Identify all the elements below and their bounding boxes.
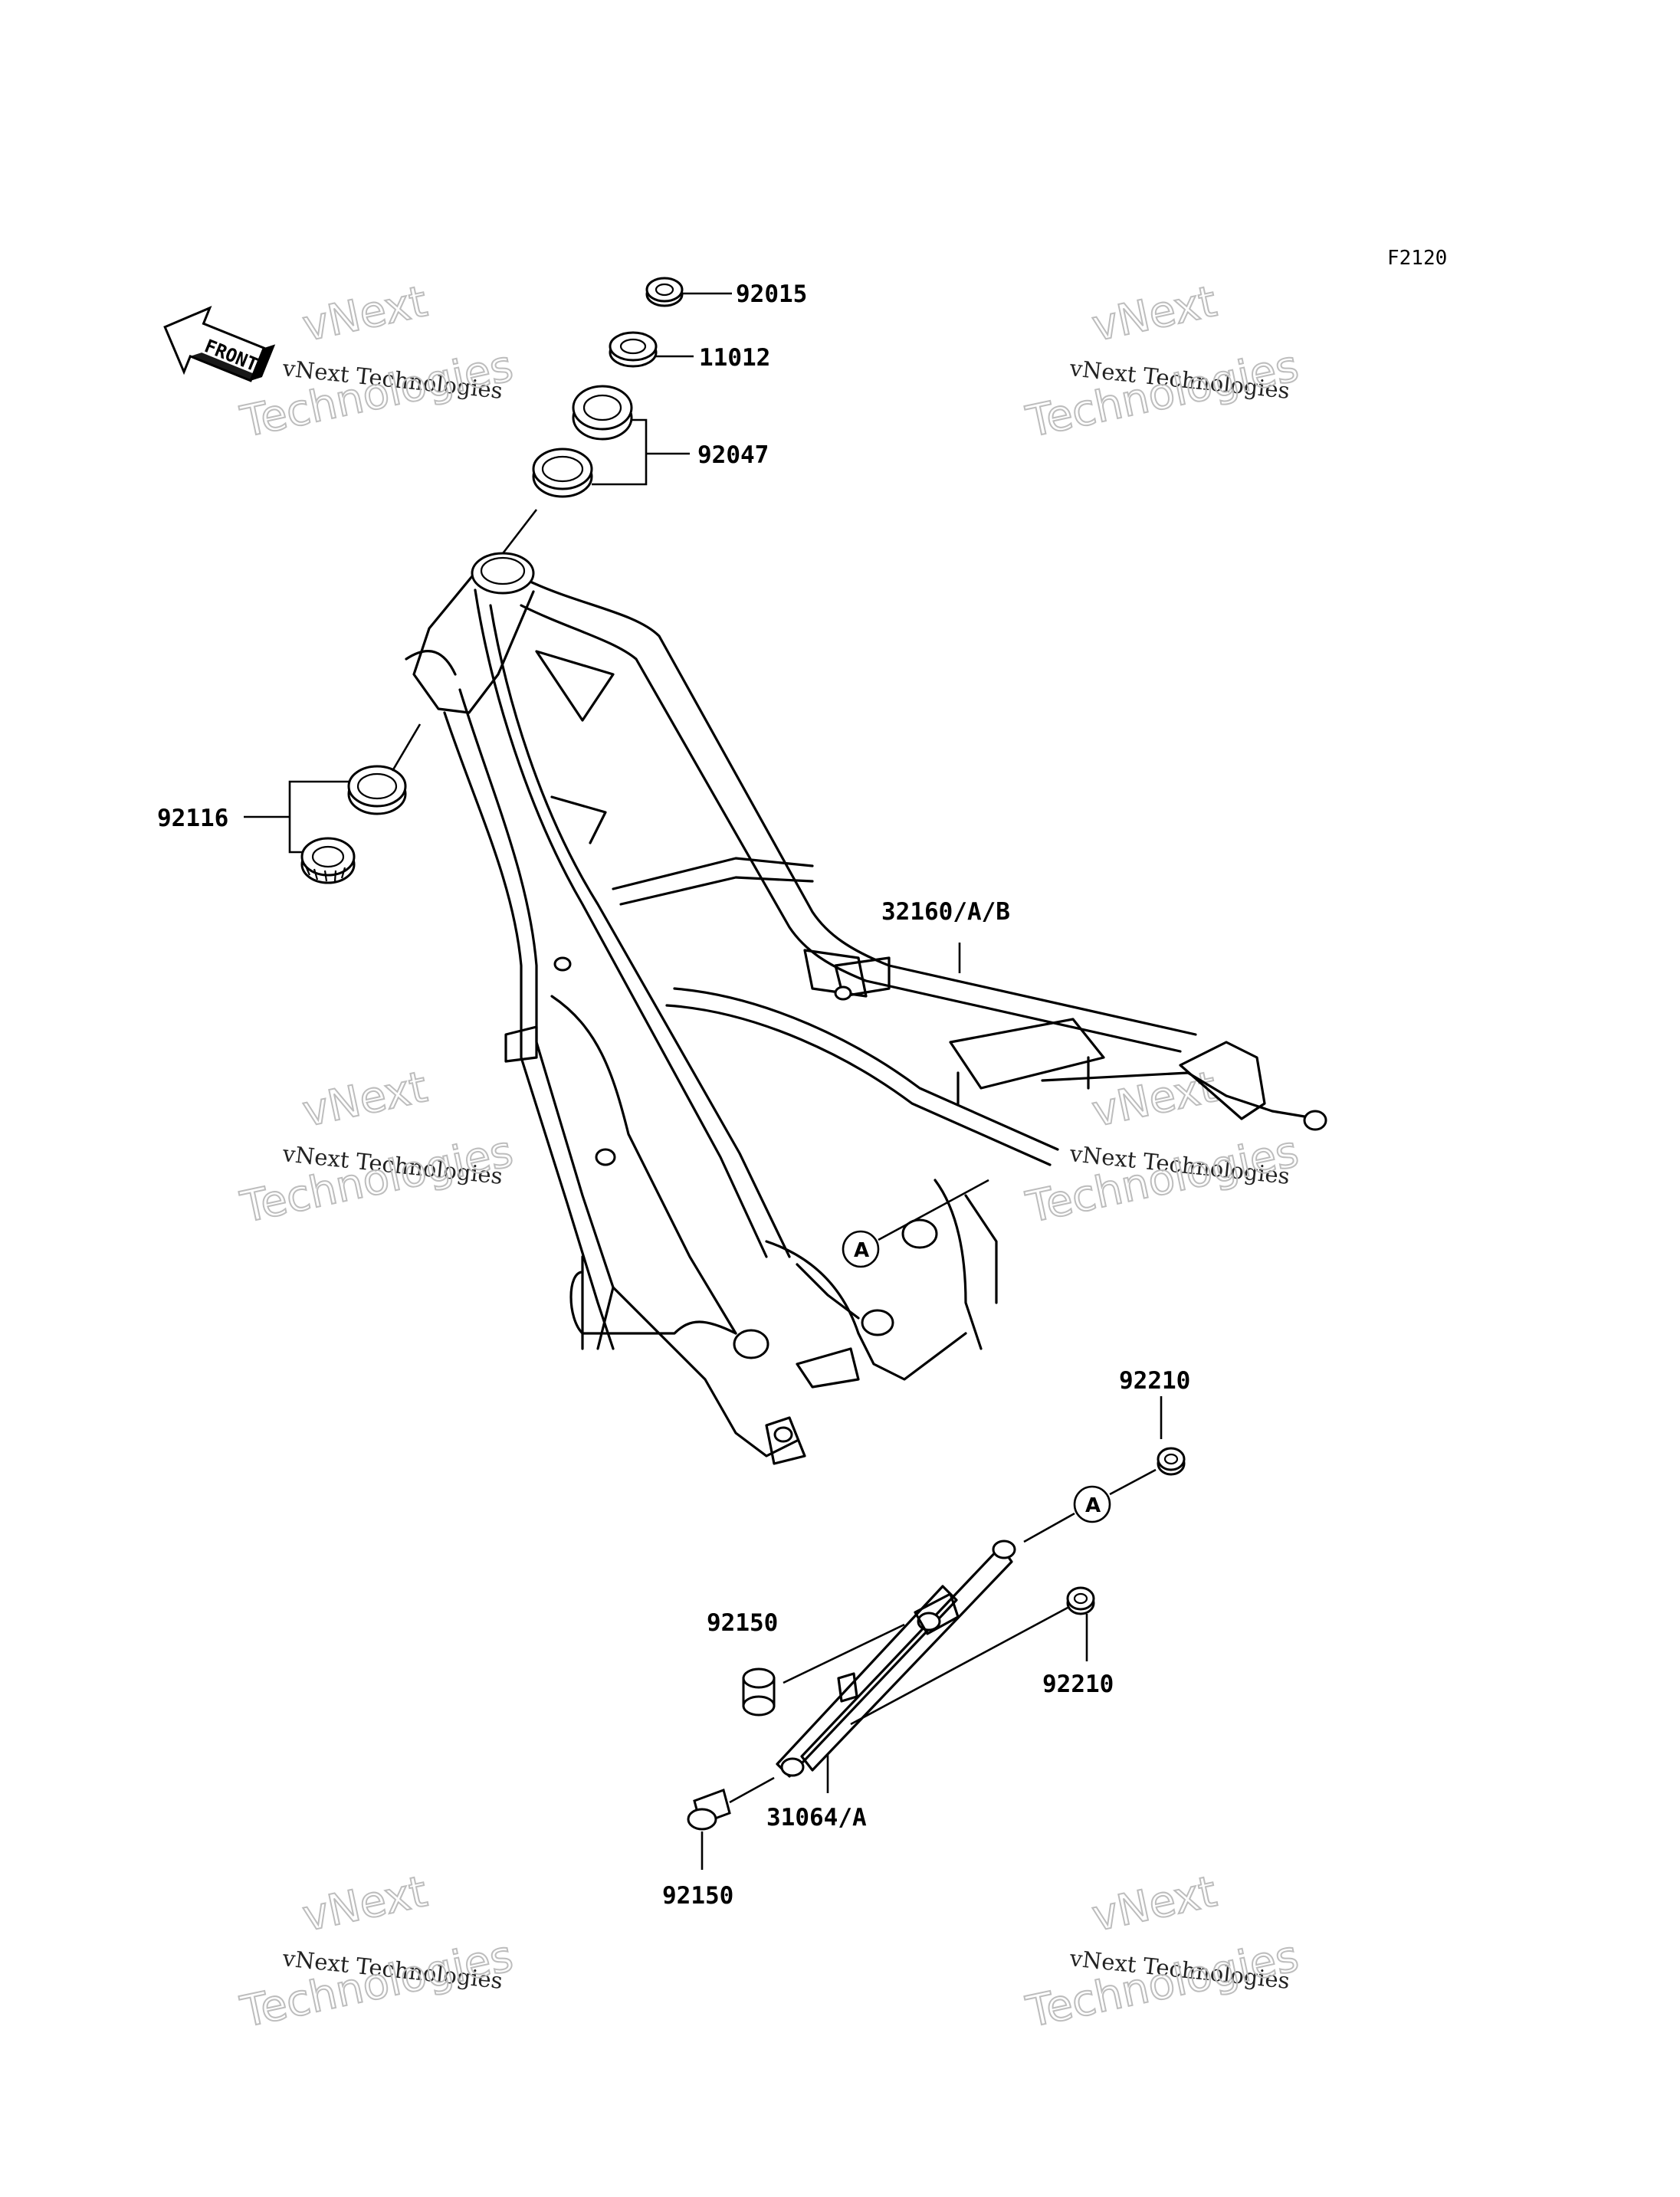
watermark-line3: Technologies [236, 341, 517, 448]
part-label-92047: 92047 [697, 441, 769, 469]
leader-92150-lower-to-brace [729, 1776, 775, 1804]
part-label-92210-lower: 92210 [1042, 1671, 1114, 1698]
watermark-line1: vNext [298, 277, 431, 352]
bearing-92116-lower-icon [300, 837, 356, 884]
watermark-top-right: vNext vNext Technologies Technologies [1021, 276, 1303, 448]
watermark-mid-left: vNext vNext Technologies Technologies [235, 1061, 517, 1234]
part-label-11012: 11012 [699, 344, 770, 372]
part-label-92150-upper: 92150 [707, 1609, 778, 1637]
part-label-92116: 92116 [157, 805, 228, 832]
part-label-92150-lower: 92150 [662, 1882, 733, 1910]
leader-92150-upper [783, 1623, 905, 1684]
watermark-line1: vNext [298, 1867, 431, 1942]
watermark-line3: Technologies [1022, 1931, 1302, 2038]
nut-92210-lower-icon [1066, 1586, 1095, 1615]
leader-92116-to-frame [391, 723, 422, 772]
watermark-line3: Technologies [236, 1126, 517, 1233]
collar-92150-upper-icon [742, 1667, 776, 1717]
callout-a-frame-letter: A [854, 1239, 869, 1262]
brace-31064-drawing [776, 1540, 1016, 1778]
front-arrow-icon: FRONT [163, 306, 276, 382]
frame-32160-drawing [405, 552, 1327, 1465]
leader-92210-lower-to-brace [850, 1606, 1068, 1726]
callout-a-lower-letter: A [1085, 1494, 1101, 1517]
collar-92150-lower-icon [687, 1789, 731, 1831]
watermark-line1: vNext [1088, 277, 1221, 352]
bracket-92047 [592, 418, 648, 486]
callout-a-frame: A [842, 1230, 880, 1268]
watermark-line1: vNext [1088, 1867, 1221, 1942]
leader-callout-a-frame [878, 1179, 989, 1241]
part-label-32160: 32160/A/B [881, 898, 1010, 926]
watermark-mid-right: vNext vNext Technologies Technologies [1021, 1061, 1303, 1234]
callout-a-lower: A [1073, 1485, 1111, 1523]
bearing-92116-upper-icon [347, 765, 407, 815]
watermark-line3: Technologies [1022, 1126, 1302, 1233]
watermark-line3: Technologies [1022, 341, 1302, 448]
leader-callout-a-lower-left [1023, 1512, 1075, 1543]
part-label-92015: 92015 [736, 280, 807, 308]
leader-callout-a-lower-right [1109, 1468, 1157, 1496]
diagram-code: F2120 [1387, 247, 1447, 270]
bearing-92047-upper-icon [572, 385, 633, 441]
washer-11012-icon [609, 331, 658, 368]
nut-92210-top-icon [1157, 1447, 1186, 1476]
leader-92047-to-frame [497, 509, 538, 560]
part-label-92210-top: 92210 [1119, 1367, 1190, 1395]
watermark-line3: Technologies [236, 1931, 517, 2038]
part-label-31064: 31064/A [766, 1804, 867, 1831]
watermark-bottom-right: vNext vNext Technologies Technologies [1021, 1866, 1303, 2038]
watermark-line1: vNext [298, 1062, 431, 1137]
nut-92015-icon [645, 277, 684, 307]
watermark-top-left: vNext vNext Technologies Technologies [235, 276, 517, 448]
watermark-bottom-left: vNext vNext Technologies Technologies [235, 1866, 517, 2038]
bearing-92047-lower-icon [532, 448, 593, 498]
